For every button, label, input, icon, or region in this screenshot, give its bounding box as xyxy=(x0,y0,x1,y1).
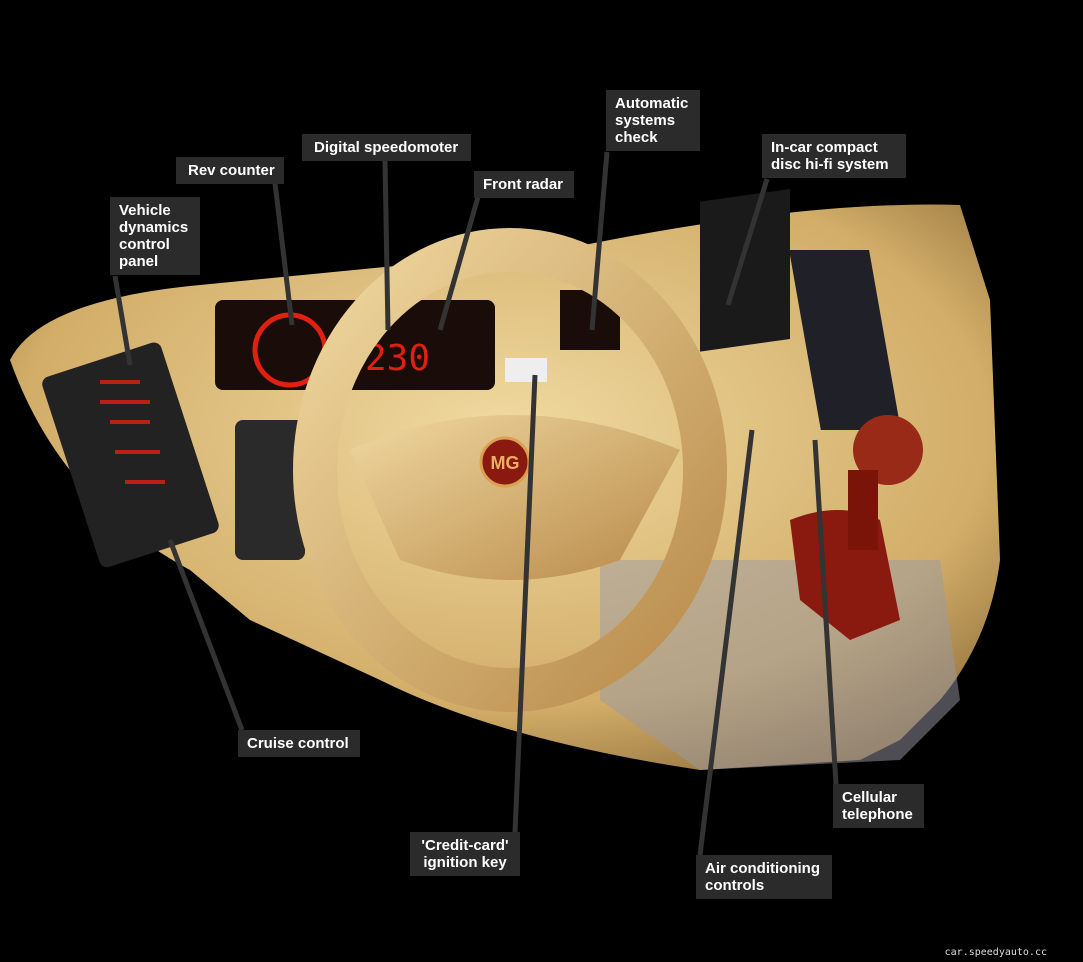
leader-cd-hifi xyxy=(725,178,770,306)
leader-rev-counter xyxy=(272,182,295,326)
steering-wheel-hub xyxy=(350,415,680,580)
label-cruise-control: Cruise control xyxy=(238,730,360,757)
label-rev-counter: Rev counter xyxy=(176,157,284,184)
leader-speedometer xyxy=(382,160,391,331)
label-air-conditioning: Air conditioning controls xyxy=(696,855,832,899)
ignition-key xyxy=(505,358,547,382)
leader-ignition-key xyxy=(512,374,538,833)
vehicle-dynamics-panel xyxy=(42,342,219,568)
label-ignition-key: 'Credit-card' ignition key xyxy=(410,832,520,876)
steering-wheel-rim xyxy=(293,228,727,712)
cruise-control-stalk xyxy=(235,420,305,560)
leader-cruise-control xyxy=(167,539,245,731)
leader-air-conditioning xyxy=(697,429,755,856)
leader-cellular xyxy=(812,439,839,785)
telephone-panel xyxy=(789,250,901,430)
label-front-radar: Front radar xyxy=(474,171,574,198)
leader-vehicle-dynamics xyxy=(112,275,133,366)
mg-badge-text: MG xyxy=(491,453,520,473)
leader-front-radar xyxy=(437,196,481,331)
label-cd-hifi: In-car compact disc hi-fi system xyxy=(762,134,906,178)
gear-stalk xyxy=(848,470,878,550)
watermark: car.speedyauto.cc xyxy=(944,947,1047,958)
label-cellular-telephone: Cellular telephone xyxy=(833,784,924,828)
leader-systems-check xyxy=(589,151,610,331)
leader-lines xyxy=(112,151,839,856)
gear-knob xyxy=(853,415,923,485)
center-stack xyxy=(700,188,790,352)
label-automatic-systems: Automatic systems check xyxy=(606,90,700,151)
label-vehicle-dynamics: Vehicle dynamics control panel xyxy=(110,197,200,275)
label-digital-speedometer: Digital speedomoter xyxy=(302,134,471,161)
